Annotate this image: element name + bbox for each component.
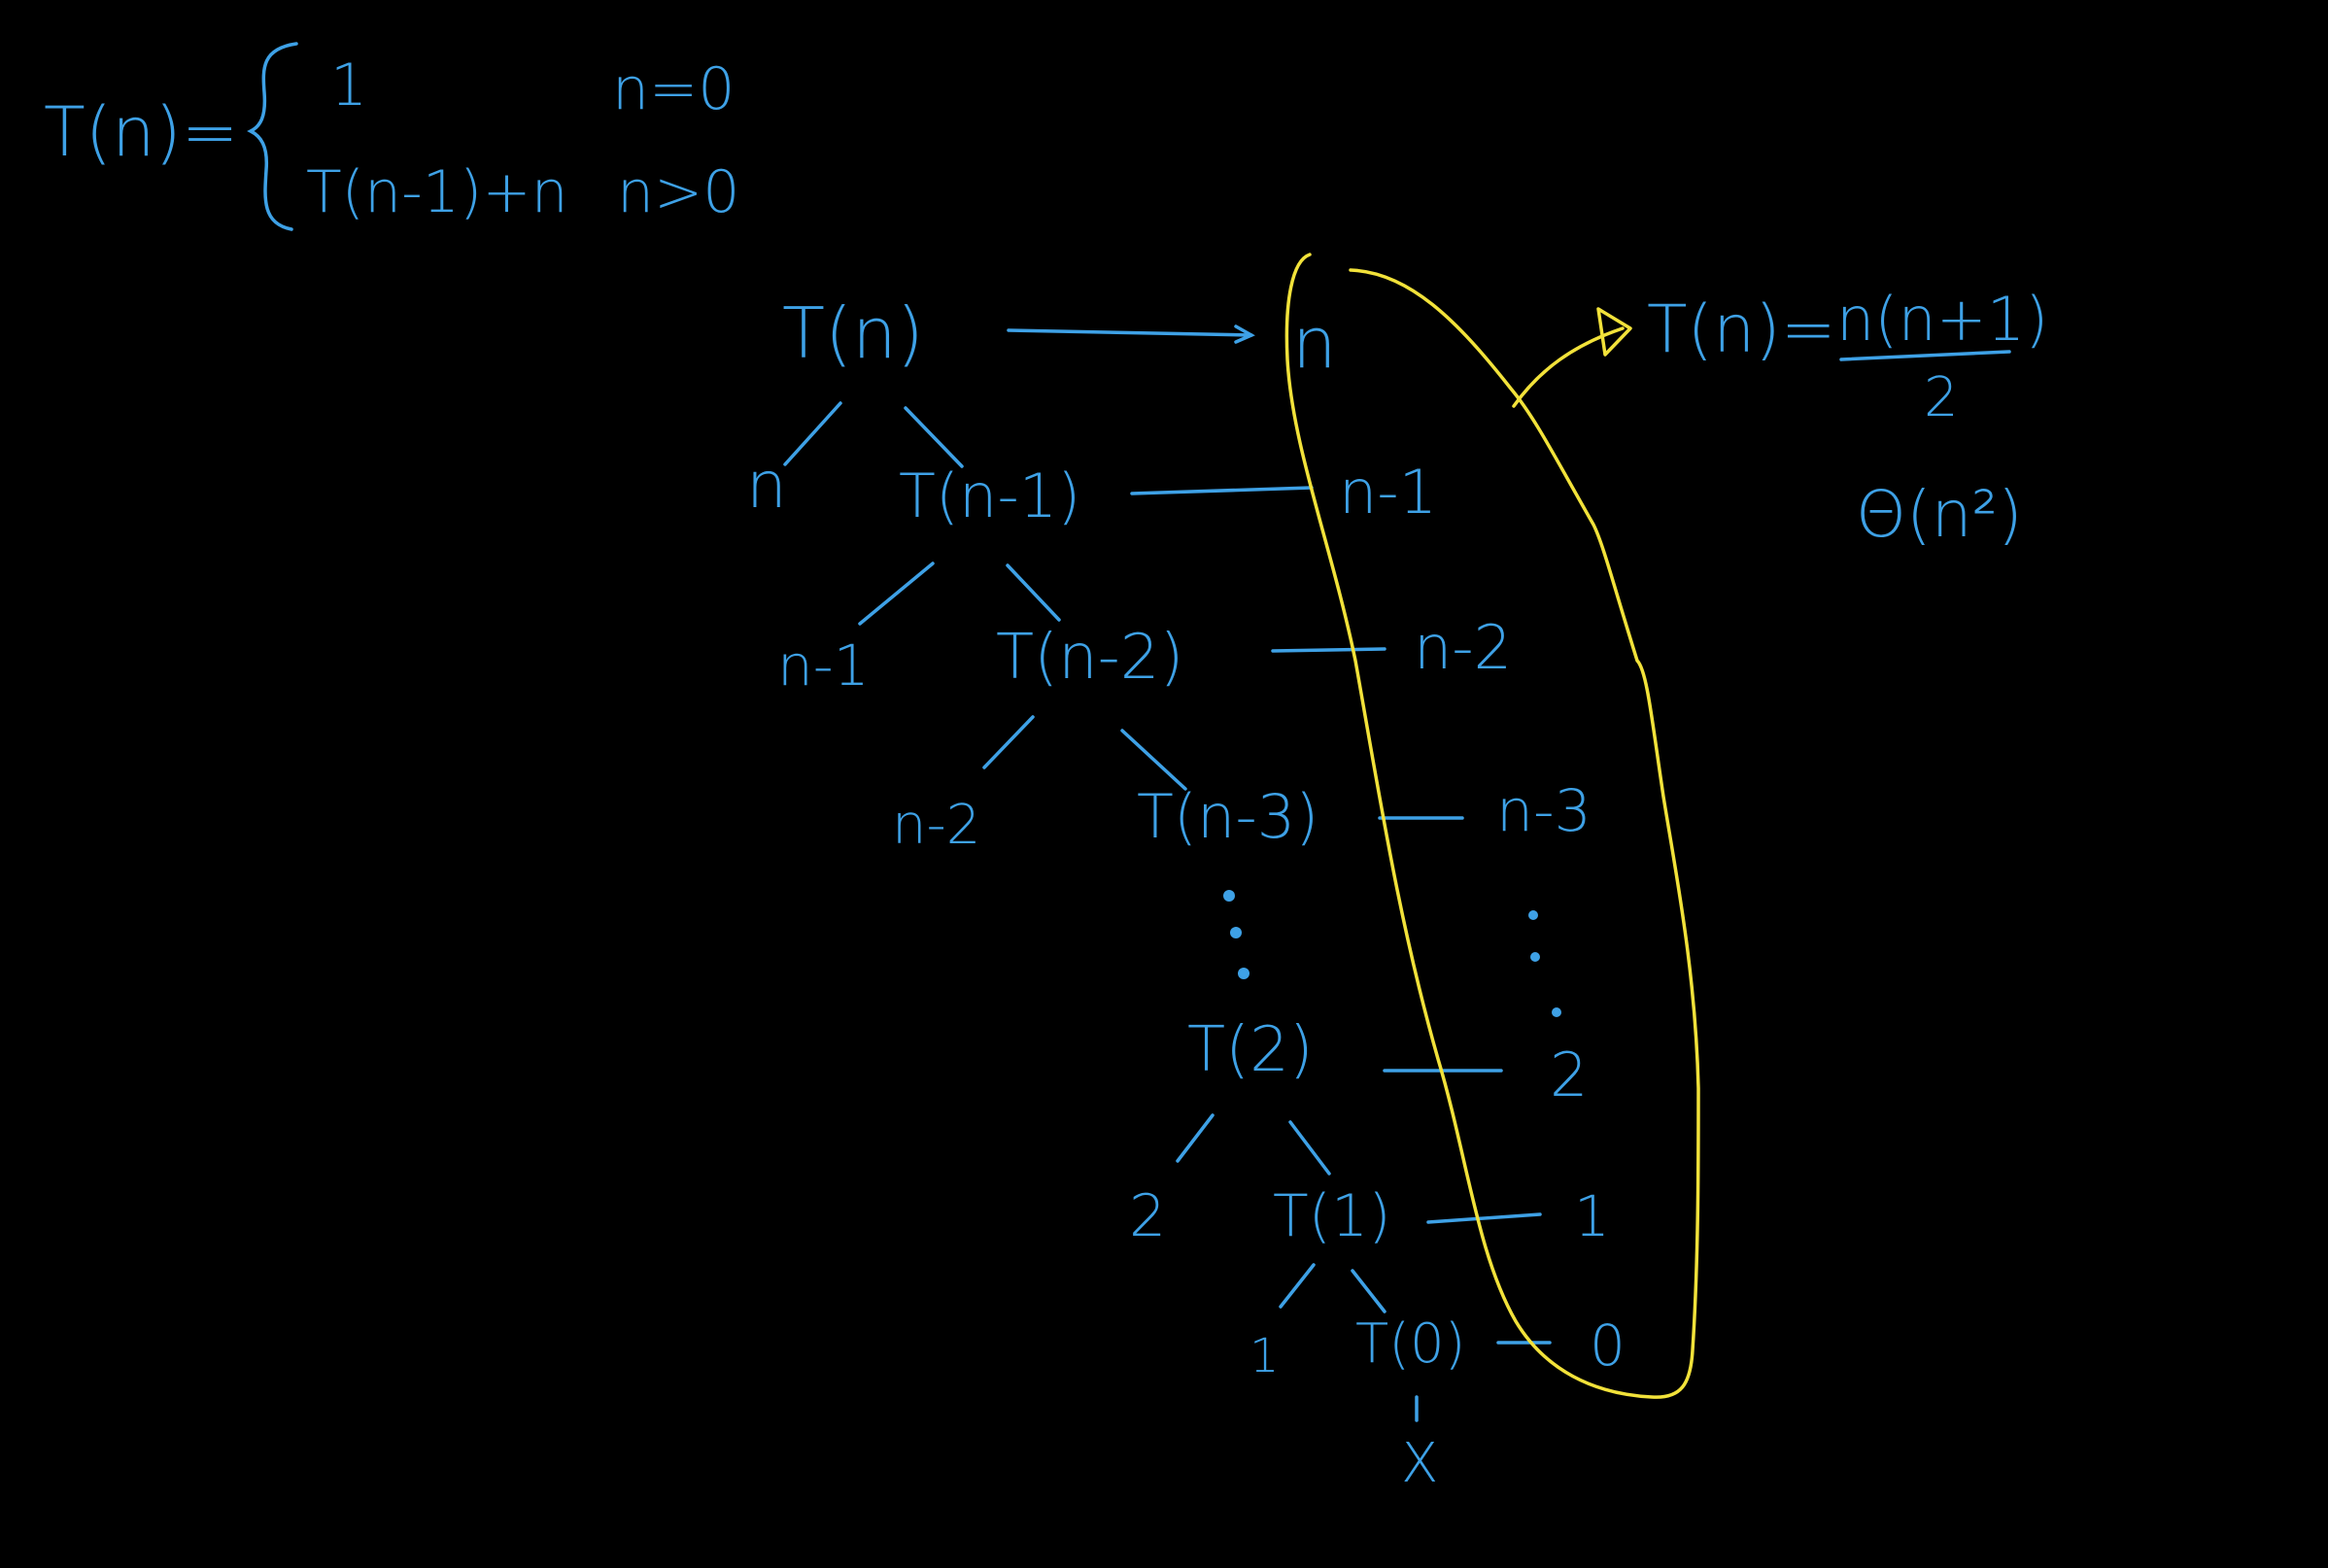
connector-line bbox=[1271, 647, 1387, 653]
tree-edge bbox=[1279, 1263, 1316, 1309]
case2-value: T(n-1)+n bbox=[306, 158, 568, 226]
tree-node-level6: T(0) bbox=[1355, 1312, 1466, 1376]
enclosing-loop bbox=[1284, 253, 1700, 1399]
tree-dot bbox=[1238, 968, 1250, 979]
tree-edge bbox=[783, 401, 842, 466]
curly-brace bbox=[247, 42, 298, 231]
tree-terminal-mark: X bbox=[1401, 1432, 1438, 1495]
tree-edge bbox=[858, 562, 935, 626]
highlight-loop bbox=[1284, 253, 1700, 1399]
case1-condition: n=0 bbox=[612, 55, 735, 123]
tree-cost-level2: n-1 bbox=[777, 632, 870, 699]
result-lhs: T(n)= bbox=[1647, 291, 1836, 368]
connector-line bbox=[1130, 486, 1314, 495]
case2-condition: n>0 bbox=[617, 158, 739, 226]
cost-level6: 0 bbox=[1590, 1312, 1626, 1379]
tree-node-level1: T(n-1) bbox=[899, 460, 1080, 531]
tree-node-level3: T(n-3) bbox=[1137, 781, 1318, 852]
tree-node-level4: T(2) bbox=[1187, 1014, 1314, 1086]
connector-line bbox=[1426, 1212, 1542, 1224]
cost-level1: n-1 bbox=[1339, 457, 1437, 528]
recursion-tree: T(n) n T(n-1) n-1 T(n-2) n-2 T(n-3) T(2)… bbox=[746, 292, 1466, 1495]
tree-node-root: T(n) bbox=[782, 292, 924, 374]
case1-value: 1 bbox=[330, 51, 367, 119]
tree-cost-level5: 2 bbox=[1129, 1182, 1166, 1250]
tree-cost-level6: 1 bbox=[1250, 1329, 1280, 1383]
result-theta: Θ(n²) bbox=[1856, 477, 2023, 552]
cost-dot bbox=[1530, 952, 1540, 962]
cost-level0: n bbox=[1292, 302, 1337, 384]
tree-node-level2: T(n-2) bbox=[996, 622, 1183, 694]
tree-cost-level1: n bbox=[746, 448, 787, 523]
highlight-arrow bbox=[1512, 326, 1625, 408]
result-formula: T(n)= n(n+1) 2 Θ(n²) bbox=[1647, 284, 2048, 552]
result-numerator: n(n+1) bbox=[1836, 284, 2048, 355]
tree-dot bbox=[1223, 890, 1235, 902]
cost-level3: n-3 bbox=[1496, 777, 1592, 845]
tree-edge bbox=[1120, 729, 1187, 791]
connector-arrow bbox=[1007, 328, 1253, 337]
result-denominator: 2 bbox=[1924, 366, 1959, 429]
cost-level2: n-2 bbox=[1414, 612, 1512, 683]
cost-dot bbox=[1552, 1007, 1561, 1017]
tree-cost-level3: n-2 bbox=[892, 794, 980, 857]
tree-edge bbox=[1176, 1113, 1215, 1163]
cost-level4: 2 bbox=[1550, 1040, 1588, 1110]
cost-dot bbox=[1528, 910, 1538, 920]
tree-edge bbox=[1351, 1269, 1387, 1313]
tree-edge bbox=[982, 715, 1035, 769]
recurrence-definition: T(n)= 1 n=0 T(n-1)+n n>0 bbox=[44, 42, 739, 231]
tree-edge bbox=[904, 406, 964, 468]
tree-dot bbox=[1230, 927, 1242, 938]
fraction-bar bbox=[1839, 350, 2011, 361]
recurrence-lhs: T(n)= bbox=[44, 92, 238, 172]
cost-level5: 1 bbox=[1574, 1183, 1610, 1249]
cost-column: n n-1 n-2 n-3 2 1 0 bbox=[1292, 302, 1626, 1379]
highlight-arrow-head bbox=[1596, 307, 1632, 357]
arrow-head bbox=[1234, 324, 1255, 344]
tree-node-level5: T(1) bbox=[1273, 1182, 1391, 1250]
tree-edge bbox=[1006, 563, 1061, 622]
tree-edge bbox=[1288, 1120, 1331, 1176]
